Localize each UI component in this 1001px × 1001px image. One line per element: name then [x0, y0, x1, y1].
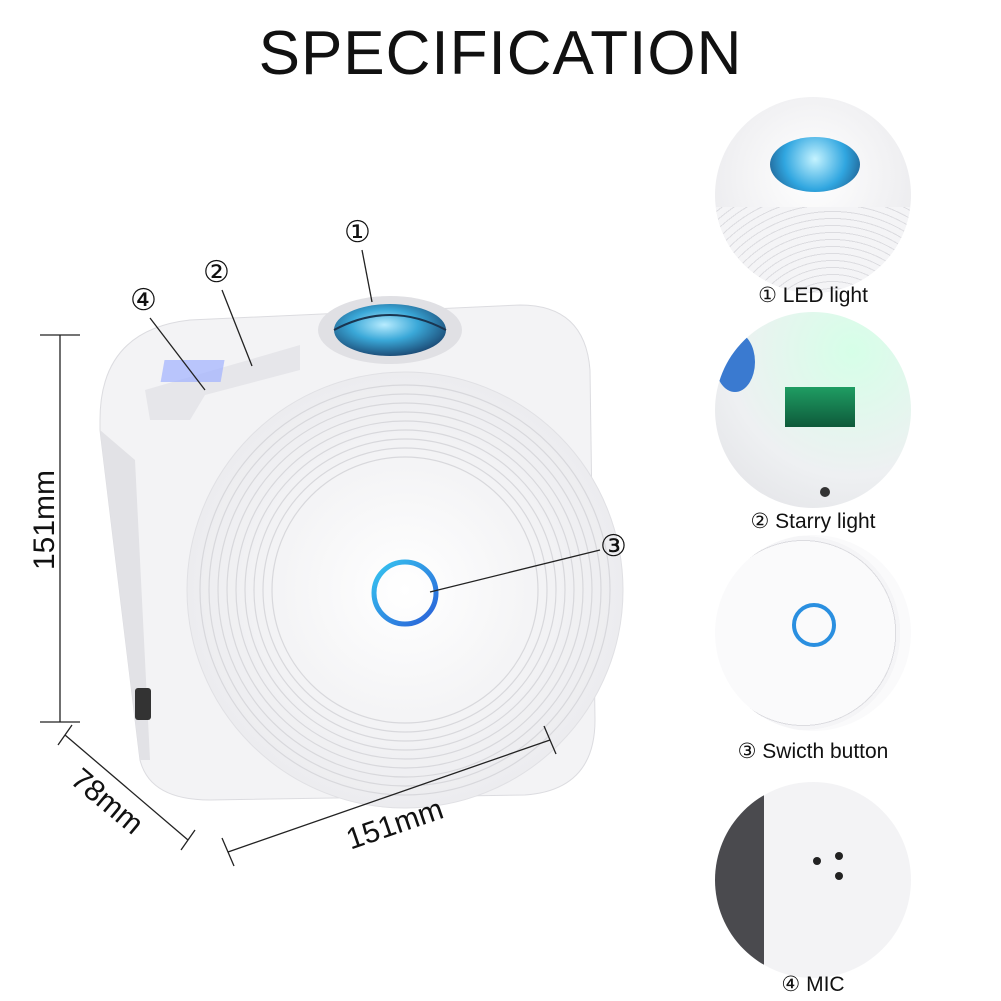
starry-light-icon — [785, 387, 855, 427]
starry-light-window — [160, 360, 225, 382]
detail-label-starry: ② Starry light — [750, 510, 876, 533]
page-title: SPECIFICATION — [258, 19, 743, 88]
dimension-lines — [40, 249, 601, 867]
detail-label-led: ① LED light — [758, 284, 868, 307]
ring-button-icon — [792, 603, 836, 647]
callout-4: ④ — [130, 284, 157, 317]
detail-mic — [715, 782, 911, 978]
mic-hole-icon — [813, 857, 821, 865]
detail-switch-button — [715, 535, 911, 731]
led-lens — [334, 304, 446, 356]
led-lens-icon — [770, 137, 860, 192]
dc-port — [135, 688, 151, 720]
callout-3: ③ — [600, 530, 627, 563]
mic-hole-icon — [835, 852, 843, 860]
detail-label-switch: ③ Swicth button — [737, 740, 889, 763]
callout-1: ① — [344, 216, 371, 249]
detail-starry-light — [715, 312, 911, 508]
detail-led-light — [715, 97, 911, 293]
callout-2: ② — [203, 256, 230, 289]
front-face — [186, 371, 624, 809]
switch-button-ring — [371, 559, 439, 627]
mic-hole-icon — [835, 872, 843, 880]
height-dimension: 151mm — [28, 469, 62, 571]
detail-label-mic: ④ MIC — [781, 973, 845, 996]
